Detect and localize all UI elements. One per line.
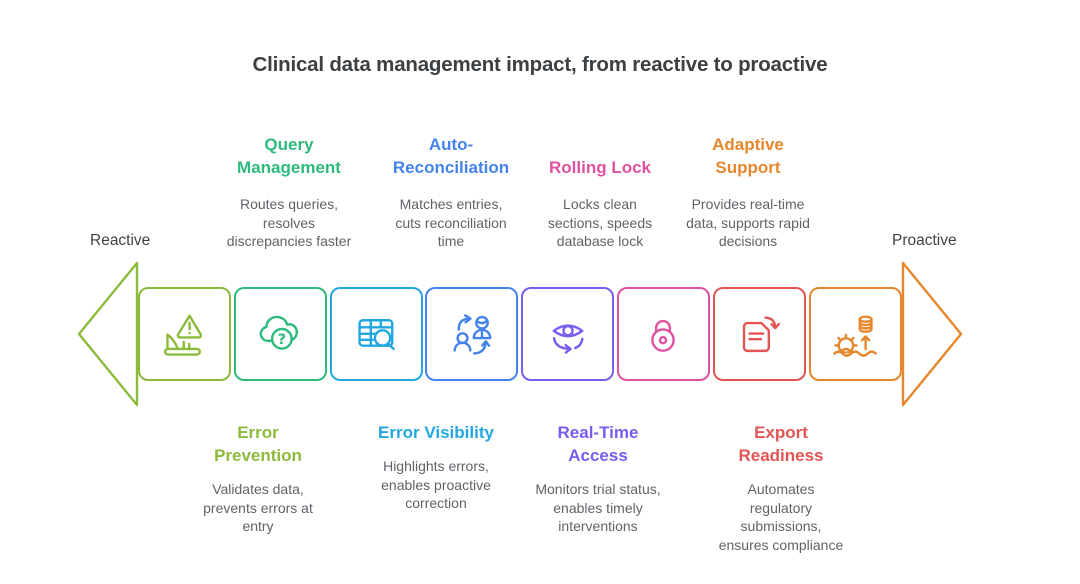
timeline: ? <box>138 287 902 381</box>
feature-title: Query Management <box>237 135 341 177</box>
timeline-box-export-readiness <box>712 287 806 381</box>
table-search-icon <box>358 319 395 351</box>
gear-data-icon <box>831 315 879 359</box>
proactive-label: Proactive <box>892 232 957 249</box>
feature-query-management: Query Management Routes queries, resolve… <box>194 133 384 251</box>
eye-monitor-icon <box>552 324 584 354</box>
feature-title: Adaptive Support <box>712 135 784 177</box>
feature-title: Auto- Reconciliation <box>392 135 510 177</box>
feature-export-readiness: Export Readiness Automates regulatory su… <box>686 421 876 554</box>
feature-real-time-access: Real-Time Access Monitors trial status, … <box>503 421 693 536</box>
people-swap-icon <box>453 314 492 355</box>
feature-description: Highlights errors, enables proactive cor… <box>381 458 491 511</box>
feature-description: Monitors trial status, enables timely in… <box>535 481 661 534</box>
timeline-box-adaptive-support <box>808 287 902 381</box>
feature-title: Error Visibility <box>378 423 494 442</box>
feature-auto-reconciliation: Auto- Reconciliation Matches entries, cu… <box>356 133 546 251</box>
feature-title: Real-Time Access <box>557 423 639 465</box>
feature-description: Matches entries, cuts reconciliation tim… <box>395 196 507 249</box>
reactive-arrow-icon <box>77 261 139 407</box>
reactive-label: Reactive <box>90 232 151 249</box>
feature-error-visibility: Error Visibility Highlights errors, enab… <box>341 421 531 513</box>
feature-title: Error Prevention <box>214 423 302 465</box>
feature-rolling-lock: Rolling Lock Locks clean sections, speed… <box>505 133 695 251</box>
feature-title: Export Readiness <box>738 423 824 465</box>
page-title: Clinical data management impact, from re… <box>252 53 828 76</box>
warning-entry-icon <box>163 314 202 356</box>
timeline-box-query-management: ? <box>233 287 327 381</box>
feature-description: Validates data, prevents errors at entry <box>203 481 313 534</box>
feature-description: Locks clean sections, speeds database lo… <box>547 196 653 249</box>
feature-description: Routes queries, resolves discrepancies f… <box>226 196 352 249</box>
cloud-question-icon: ? <box>259 315 299 350</box>
feature-title: Rolling Lock <box>549 158 651 177</box>
timeline-box-rolling-lock <box>616 287 710 381</box>
feature-description: Automates regulatory submissions, ensure… <box>718 481 844 553</box>
timeline-box-error-prevention <box>138 287 231 381</box>
timeline-box-auto-reconciliation <box>425 287 519 381</box>
timeline-box-error-visibility <box>329 287 423 381</box>
feature-error-prevention: Error Prevention Validates data, prevent… <box>163 421 353 536</box>
proactive-arrow-icon <box>901 261 963 407</box>
lock-icon <box>651 319 676 352</box>
timeline-box-real-time-access <box>521 287 615 381</box>
feature-adaptive-support: Adaptive Support Provides real-time data… <box>653 133 843 251</box>
document-export-icon <box>743 316 781 353</box>
feature-description: Provides real-time data, supports rapid … <box>686 196 810 249</box>
svg-text:?: ? <box>278 331 286 348</box>
